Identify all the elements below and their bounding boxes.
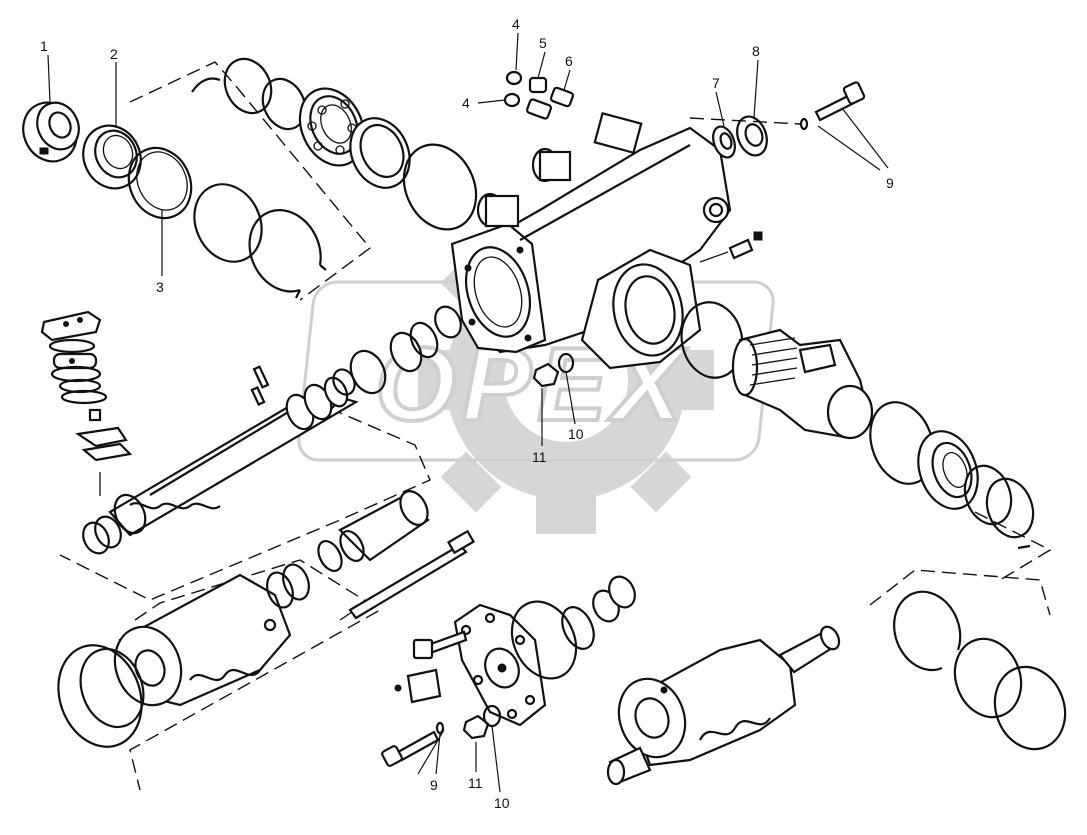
steering-gear-housing <box>450 111 732 370</box>
snap-ring-lower <box>893 590 962 672</box>
leader-lines <box>47 32 889 793</box>
axis-line-upper <box>689 117 801 125</box>
group-outline-sector-seal-kit <box>869 569 1051 616</box>
ring-rod-b <box>389 331 423 373</box>
callout-1: 1 <box>40 38 48 54</box>
bearing-race <box>349 117 411 189</box>
cover-bolt <box>412 630 468 660</box>
retaining-ring <box>193 183 263 263</box>
group-outline-cover-kit <box>129 559 382 791</box>
cover-o-ring-large <box>57 644 143 748</box>
piston-ring-b <box>266 571 294 609</box>
callout-10-lower: 10 <box>494 795 510 811</box>
seal-ring-lower-b <box>993 665 1067 751</box>
group-outline-piston-kit <box>59 399 431 601</box>
group-outlines <box>59 61 1052 791</box>
small-ring-rod <box>332 368 356 396</box>
housing-o-ring <box>680 301 744 379</box>
ring-rod-c <box>409 321 439 359</box>
bolt-9-lower <box>381 721 445 767</box>
callout-4-side: 4 <box>462 95 470 111</box>
rod-seal-ring-b <box>82 521 110 555</box>
o-ring-upper-a <box>223 57 273 115</box>
bleed-valve <box>699 231 763 263</box>
cover-o-ring-small <box>79 647 145 729</box>
side-cover-seals <box>510 575 636 680</box>
piston-assembly <box>606 625 841 786</box>
sector-bearing-set <box>869 401 1035 550</box>
snap-ring <box>248 209 327 299</box>
piston-rod-worm-shaft <box>108 365 359 537</box>
group-outline-output-seal-kit <box>974 511 1052 581</box>
thrust-washer <box>127 146 193 220</box>
callout-11-upper: 11 <box>532 449 547 465</box>
callout-3: 3 <box>156 279 164 295</box>
callout-2: 2 <box>110 46 118 62</box>
callout-6: 6 <box>565 53 573 69</box>
ring-rod-d <box>434 305 462 339</box>
lock-plate <box>394 668 442 704</box>
check-valve-fitting-4-5-6 <box>503 70 575 120</box>
seal-ring-lower-a <box>953 637 1023 719</box>
callout-9-lower: 9 <box>430 777 438 793</box>
piston-ring-a <box>282 563 310 601</box>
adjusting-nut <box>22 101 80 163</box>
sleeve-o-ring <box>317 540 343 572</box>
o-ring-upper-b <box>261 77 307 131</box>
callout-9-upper: 9 <box>886 175 894 191</box>
callout-4-top: 4 <box>512 16 520 32</box>
bolt-9-upper <box>799 81 866 131</box>
rack-piston <box>113 573 292 707</box>
group-outline-bearing-kit <box>129 61 372 301</box>
sector-shaft <box>731 328 874 440</box>
side-cover-plate <box>453 603 547 727</box>
callout-labels: 1 2 3 4 4 5 6 7 8 9 10 11 11 10 9 <box>40 16 894 811</box>
large-o-ring <box>402 143 478 231</box>
roller-bearing <box>298 87 366 167</box>
callout-5: 5 <box>539 35 547 51</box>
torsion-rod <box>339 529 476 621</box>
callout-11-lower: 11 <box>468 775 483 791</box>
callout-8: 8 <box>752 43 760 59</box>
adjust-screw-7-8 <box>712 115 768 159</box>
shaft-seal <box>82 124 142 190</box>
callout-7: 7 <box>712 75 720 91</box>
ring-segment <box>191 77 221 93</box>
callout-10-upper: 10 <box>568 426 584 442</box>
sleeve <box>338 490 430 562</box>
valve-spring-stack <box>40 310 133 496</box>
rod-seal-ring-a <box>94 515 122 549</box>
